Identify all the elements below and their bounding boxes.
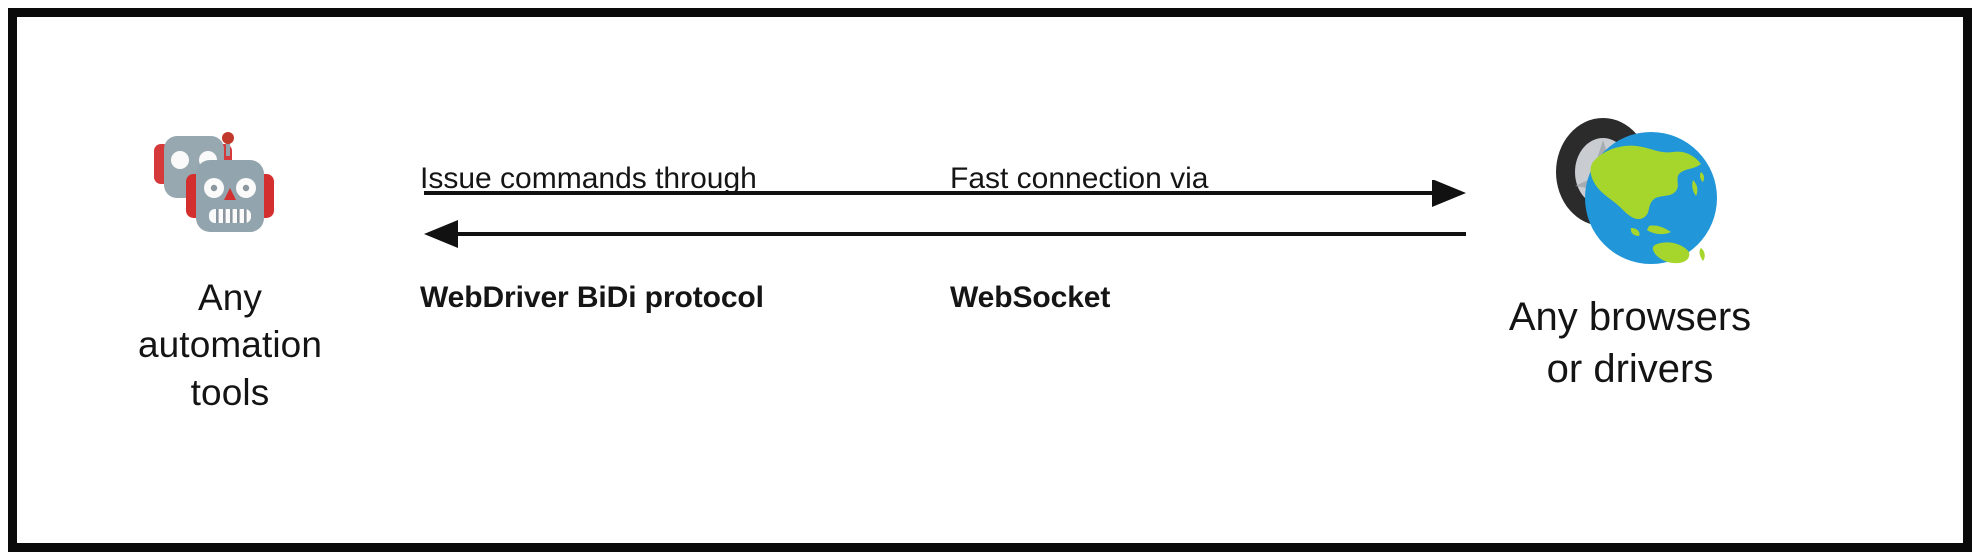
node-automation-tools-label: Any automation tools [60, 274, 400, 416]
label-line: Any [197, 277, 263, 318]
label-line: Any browsers [1508, 295, 1752, 339]
edge-label-commands: Issue commands through WebDriver BiDi pr… [420, 80, 764, 397]
node-browsers-drivers-label: Any browsers or drivers [1440, 291, 1820, 395]
arrow-right-icon [424, 180, 1466, 207]
globe-icon [1585, 132, 1717, 264]
arrow-left-icon [424, 220, 1466, 248]
edge-label-commands-line1: Issue commands through [420, 162, 757, 196]
edge-label-transport-line1: Fast connection via [950, 162, 1209, 196]
bidirectional-arrows [424, 180, 1466, 248]
edge-label-transport: Fast connection via WebSocket [950, 80, 1208, 397]
robot-icon [154, 132, 274, 232]
label-line: automation [137, 324, 323, 366]
label-line: tools [190, 371, 270, 413]
edge-label-transport-line2: WebSocket [950, 280, 1111, 314]
node-browsers-drivers: Any browsers or drivers [1440, 110, 1820, 395]
label-line: or drivers [1546, 347, 1714, 391]
edge-label-commands-line2: WebDriver BiDi protocol [420, 280, 764, 314]
globe-and-tire-icon [1556, 118, 1717, 264]
node-automation-tools: Any automation tools [60, 130, 400, 416]
diagram-frame-border [8, 8, 1972, 552]
connector-group: Issue commands through WebDriver BiDi pr… [420, 80, 1470, 314]
